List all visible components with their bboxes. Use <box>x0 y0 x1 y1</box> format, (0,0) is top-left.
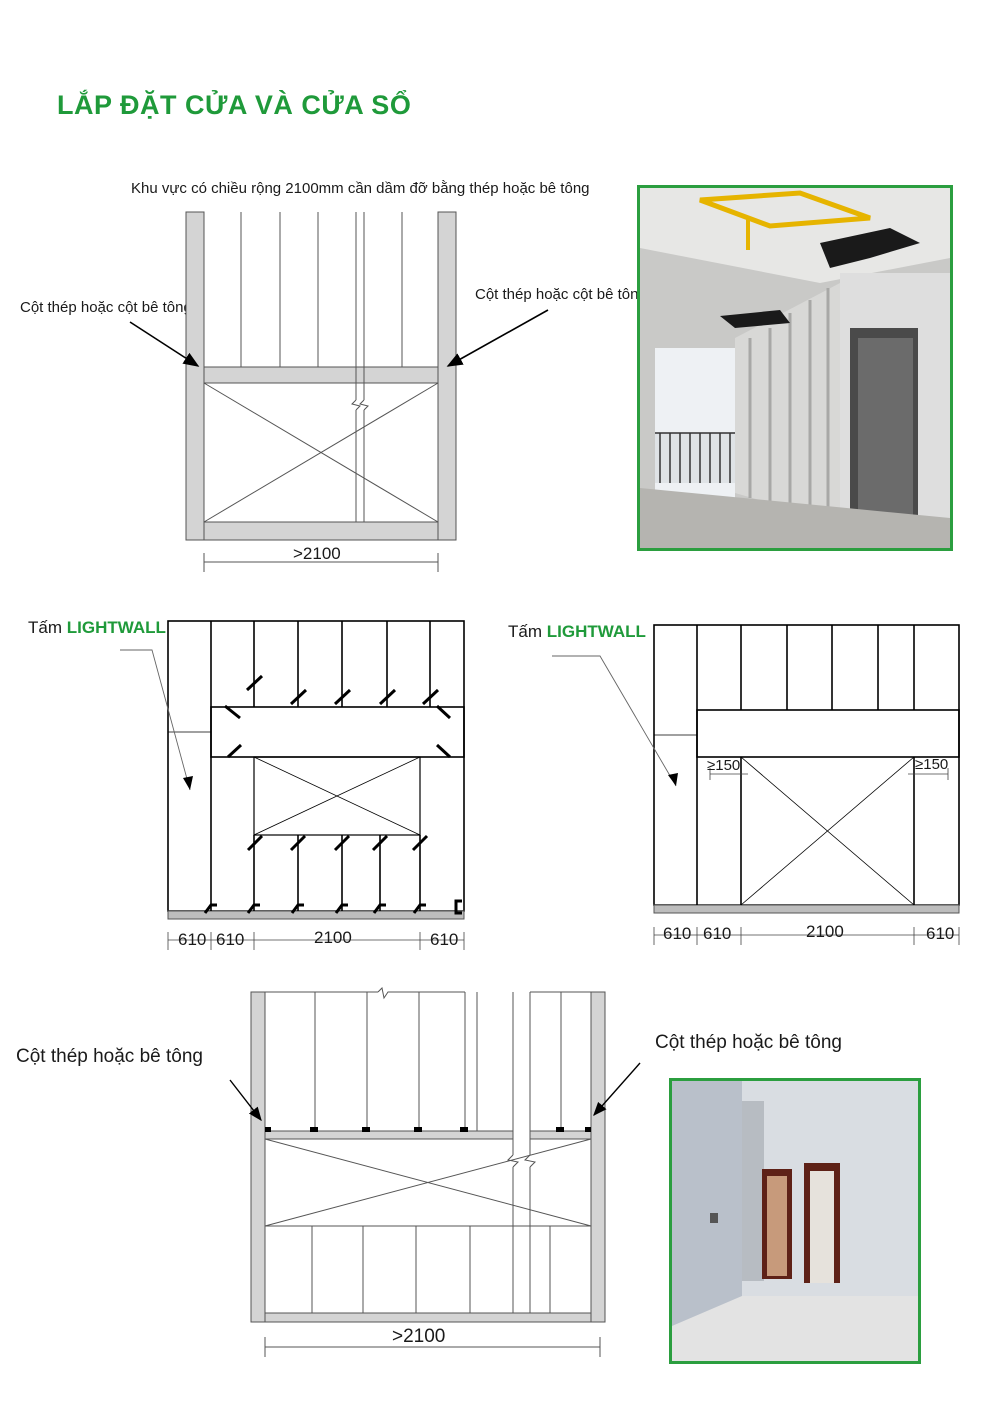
diagram2-drawing <box>167 620 465 950</box>
interior-photo <box>669 1078 921 1364</box>
diagram2-dim-3: 2100 <box>314 928 352 947</box>
diagram1-caption: Khu vực có chiều rộng 2100mm cần dầm đỡ … <box>131 180 590 197</box>
construction-photo-image <box>640 188 950 548</box>
diagram2-label-brand: LIGHTWALL <box>66 618 166 637</box>
diagram1-drawing <box>185 211 457 572</box>
diagram1-dimension: >2100 <box>293 544 341 563</box>
diagram3-dim-3: 2100 <box>806 922 844 941</box>
diagram4-right-label: Cột thép hoặc bê tông <box>655 1032 842 1053</box>
diagram4-left-label: Cột thép hoặc bê tông <box>16 1046 203 1067</box>
diagram3-label-brand: LIGHTWALL <box>546 622 646 641</box>
diagram3-panel-label: Tấm LIGHTWALL <box>508 622 646 642</box>
diagram3-dim-1: 610 <box>663 924 692 943</box>
diagram2-panel-label: Tấm LIGHTWALL <box>28 618 166 638</box>
page-title: LẮP ĐẶT CỬA VÀ CỬA SỔ <box>57 90 412 120</box>
diagram1-left-label: Cột thép hoặc cột bê tông <box>20 299 192 316</box>
diagram1-right-label: Cột thép hoặc cột bê tông <box>475 286 647 303</box>
diagram3-drawing <box>653 624 960 945</box>
construction-photo <box>637 185 953 551</box>
interior-photo-image <box>672 1081 918 1361</box>
diagram2-label-prefix: Tấm <box>28 618 67 637</box>
diagram4-drawing <box>250 986 606 1357</box>
diagram3-dim-4: 610 <box>926 924 955 943</box>
diagram2-dim-1: 610 <box>178 930 207 949</box>
diagram3-dim-2: 610 <box>703 924 732 943</box>
diagram3-clearance-right: ≥150 <box>915 756 949 773</box>
diagram3-clearance-left: ≥150 <box>707 757 741 774</box>
diagram2-dim-4: 610 <box>430 930 459 949</box>
diagram2-dim-2: 610 <box>216 930 245 949</box>
diagram3-label-prefix: Tấm <box>508 622 547 641</box>
diagram4-dimension: >2100 <box>392 1326 446 1347</box>
